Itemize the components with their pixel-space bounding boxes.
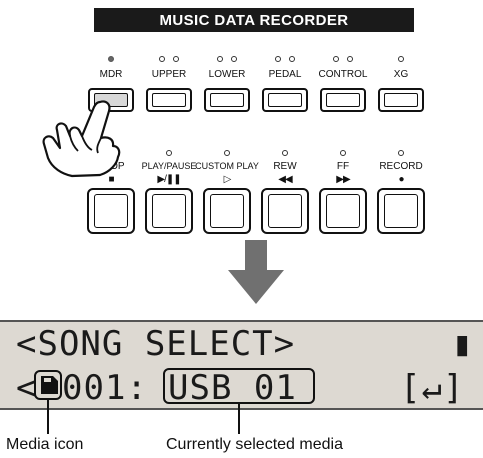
lcd-indicator: ▮ <box>452 324 474 364</box>
lcd-display <box>0 320 483 410</box>
led-indicator <box>333 56 339 62</box>
button-label: MDR <box>99 69 123 80</box>
control-button[interactable] <box>320 88 366 112</box>
led-indicator <box>108 56 114 62</box>
led-indicator <box>347 56 353 62</box>
pressing-hand-icon <box>42 100 121 178</box>
button-label: FF <box>336 161 350 172</box>
button-face <box>268 194 302 228</box>
lcd-enter-symbol: [↵] <box>400 368 465 408</box>
button-label: PLAY/PAUSE <box>141 161 197 171</box>
button-face <box>326 194 360 228</box>
led-indicator <box>224 150 230 156</box>
transport-symbol: ▶/❚❚ <box>157 174 181 185</box>
button-label: PEDAL <box>268 69 302 80</box>
stop-button[interactable] <box>87 188 135 234</box>
transport-symbol: ■ <box>108 174 114 185</box>
button-label: REW <box>273 161 297 172</box>
button-label: CUSTOM PLAY <box>195 161 259 171</box>
button-face <box>384 93 418 107</box>
selected-media-caption: Currently selected media <box>166 436 343 453</box>
ff-button[interactable] <box>319 188 367 234</box>
button-label: UPPER <box>151 69 187 80</box>
led-indicator <box>282 150 288 156</box>
button-label: RECORD <box>379 161 423 172</box>
button-label: XG <box>393 69 409 80</box>
transport-symbol: ◀◀ <box>278 174 292 185</box>
led-indicator <box>289 56 295 62</box>
button-face <box>94 194 128 228</box>
led-indicator <box>166 150 172 156</box>
mdr-button[interactable] <box>88 88 134 112</box>
button-face <box>268 93 302 107</box>
panel-title: MUSIC DATA RECORDER <box>94 8 414 32</box>
button-face <box>384 194 418 228</box>
play-pause-button[interactable] <box>145 188 193 234</box>
lower-button[interactable] <box>204 88 250 112</box>
media-icon <box>41 376 58 394</box>
lcd-line1: <SONG SELECT> <box>16 324 296 364</box>
transport-symbol: ▷ <box>223 174 232 185</box>
button-face <box>210 93 244 107</box>
upper-button[interactable] <box>146 88 192 112</box>
led-indicator <box>398 56 404 62</box>
lcd-song-number: 001: <box>62 368 148 408</box>
selected-media-leader <box>238 404 240 434</box>
led-indicator <box>398 150 404 156</box>
button-face <box>210 194 244 228</box>
led-indicator <box>217 56 223 62</box>
button-face <box>152 194 186 228</box>
button-face <box>326 93 360 107</box>
led-indicator <box>159 56 165 62</box>
selected-media-callout-box <box>163 368 315 404</box>
down-arrow <box>228 240 284 304</box>
lcd-line2-bracket: < <box>16 368 38 408</box>
button-label: CONTROL <box>318 69 368 80</box>
custom-play-button[interactable] <box>203 188 251 234</box>
button-face <box>152 93 186 107</box>
led-indicator <box>173 56 179 62</box>
media-icon-callout-box <box>34 370 62 400</box>
media-icon-caption: Media icon <box>6 436 84 453</box>
led-indicator <box>340 150 346 156</box>
transport-symbol: ▶▶ <box>336 174 350 185</box>
led-indicator <box>275 56 281 62</box>
led-indicator <box>231 56 237 62</box>
lcd-selected-media: USB 01 <box>168 368 297 408</box>
record-button[interactable] <box>377 188 425 234</box>
pedal-button[interactable] <box>262 88 308 112</box>
button-label: LOWER <box>208 69 246 80</box>
media-icon-leader <box>47 400 49 434</box>
xg-button[interactable] <box>378 88 424 112</box>
rew-button[interactable] <box>261 188 309 234</box>
transport-symbol: ● <box>398 174 404 185</box>
